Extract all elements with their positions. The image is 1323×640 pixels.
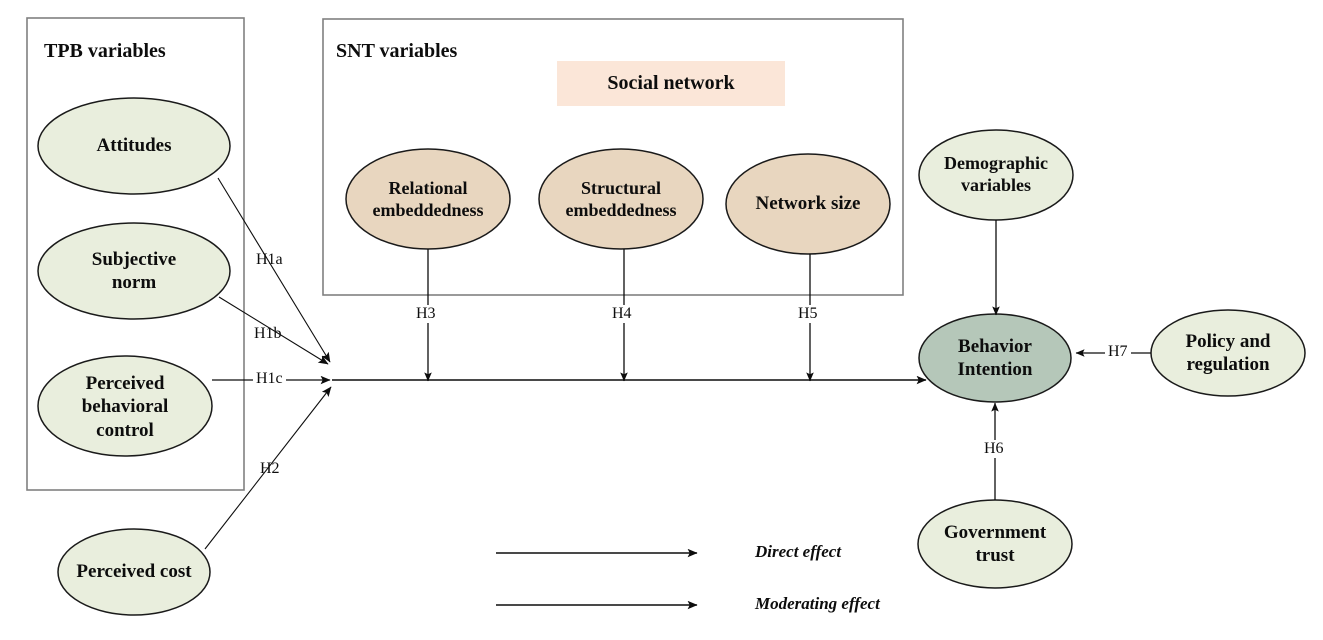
- node-network-size: [725, 153, 891, 255]
- node-demographic-variables: [918, 129, 1074, 221]
- legend-label-direct-effect: Direct effect: [755, 542, 842, 561]
- hypothesis-label-h6: H6: [981, 440, 1007, 458]
- edge-h1b: [218, 296, 329, 365]
- hypothesis-label-h1b: H1b: [254, 325, 282, 342]
- node-perceived-behavioral-control: [37, 355, 213, 457]
- node-attitudes: [37, 97, 231, 195]
- hypothesis-label-h3: H3: [413, 305, 439, 323]
- social-network-banner: Social network: [557, 61, 785, 106]
- node-perceived-cost: [57, 528, 211, 616]
- tpb-variables-box: [26, 17, 245, 491]
- edge-h1a: [217, 177, 331, 363]
- hypothesis-label-h7: H7: [1105, 343, 1131, 361]
- hypothesis-label-h2: H2: [260, 460, 280, 477]
- node-structural-embeddedness: [538, 148, 704, 250]
- snt-variables-box: [322, 18, 904, 296]
- node-subjective-norm: [37, 222, 231, 320]
- node-relational-embeddedness: [345, 148, 511, 250]
- node-behavior-intention: [918, 313, 1072, 403]
- hypothesis-label-h5: H5: [795, 305, 821, 323]
- hypothesis-label-h1a: H1a: [256, 251, 283, 268]
- tpb-variables-title: TPB variables: [44, 40, 166, 62]
- hypothesis-label-h4: H4: [609, 305, 635, 323]
- node-policy-and-regulation: [1150, 309, 1306, 397]
- snt-variables-title: SNT variables: [336, 40, 458, 62]
- hypothesis-label-h1c: H1c: [253, 370, 286, 388]
- edge-h2: [204, 386, 332, 550]
- legend-label-moderating-effect: Moderating effect: [755, 594, 880, 613]
- node-government-trust: [917, 499, 1073, 589]
